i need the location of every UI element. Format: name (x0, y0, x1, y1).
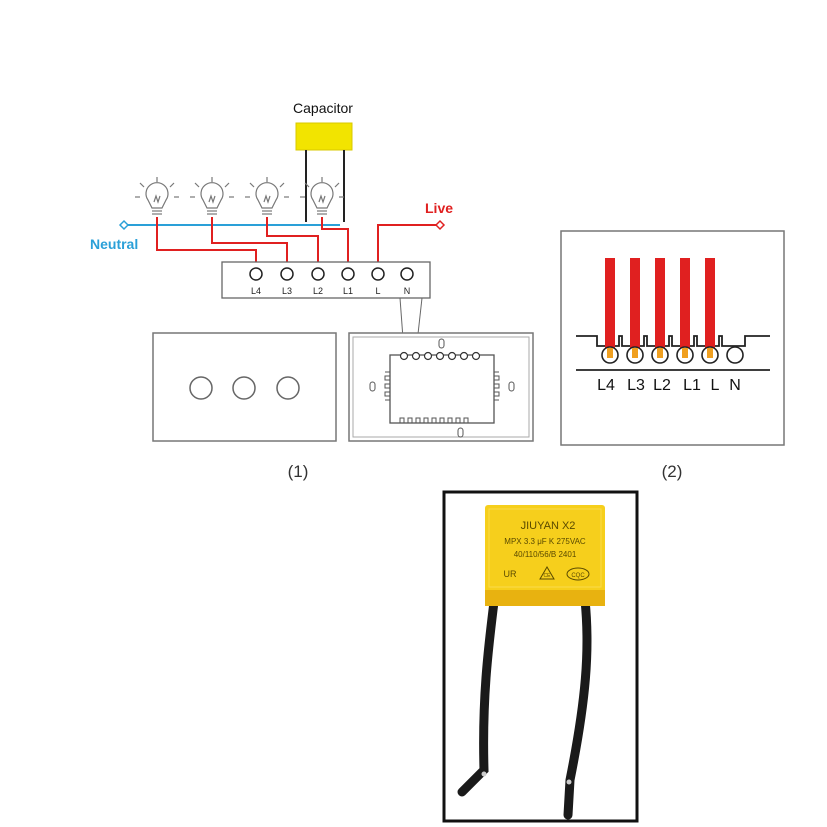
detail-label-l: L (711, 377, 720, 394)
terminal-label-n: N (404, 286, 411, 296)
live-wire (377, 219, 446, 262)
detail-wire-tips (607, 348, 713, 358)
switch-back-panel (348, 332, 534, 442)
terminal-screws (249, 267, 414, 281)
capacitor-mark-ce: CE (539, 566, 555, 580)
detail-wires (605, 258, 715, 350)
terminal-label-l4: L4 (251, 286, 261, 296)
terminal-label-l1: L1 (343, 286, 353, 296)
bulb-icon (300, 177, 344, 215)
live-label: Live (425, 200, 453, 216)
bulb-icon (190, 177, 234, 215)
detail-label-l3: L3 (627, 377, 645, 394)
neutral-label: Neutral (90, 236, 138, 252)
capacitor-label: Capacitor (293, 100, 353, 116)
detail-label-l1: L1 (683, 377, 701, 394)
capacitor-mark-cqc: CQC (566, 567, 590, 581)
svg-text:CE: CE (544, 573, 552, 579)
capacitor-symbol (295, 122, 353, 151)
capacitor-spec-2: 40/110/56/B 2401 (514, 550, 577, 559)
capacitor-brand: JIUYAN X2 (521, 520, 576, 532)
bulb-icon (135, 177, 179, 215)
detail-label-n: N (729, 377, 741, 394)
detail-label-l4: L4 (597, 377, 615, 394)
touch-buttons (189, 376, 300, 400)
capacitor-photo: JIUYAN X2 MPX 3.3 μF K 275VAC 40/110/56/… (442, 490, 639, 823)
detail-label-l2: L2 (653, 377, 671, 394)
capacitor-spec-1: MPX 3.3 μF K 275VAC (504, 537, 586, 546)
terminal-label-l: L (375, 286, 380, 296)
capacitor-leads (305, 150, 345, 222)
terminal-label-l2: L2 (313, 286, 323, 296)
detail-terminal-profile (576, 335, 770, 371)
load-wires (156, 217, 349, 262)
neutral-wire (118, 219, 340, 231)
caption-panel-2: (2) (662, 462, 683, 481)
capacitor-mark-ur: UR (504, 569, 517, 579)
terminal-label-l3: L3 (282, 286, 292, 296)
caption-panel-1: (1) (288, 462, 309, 481)
svg-text:CQC: CQC (571, 573, 585, 579)
bulb-icon (245, 177, 289, 215)
